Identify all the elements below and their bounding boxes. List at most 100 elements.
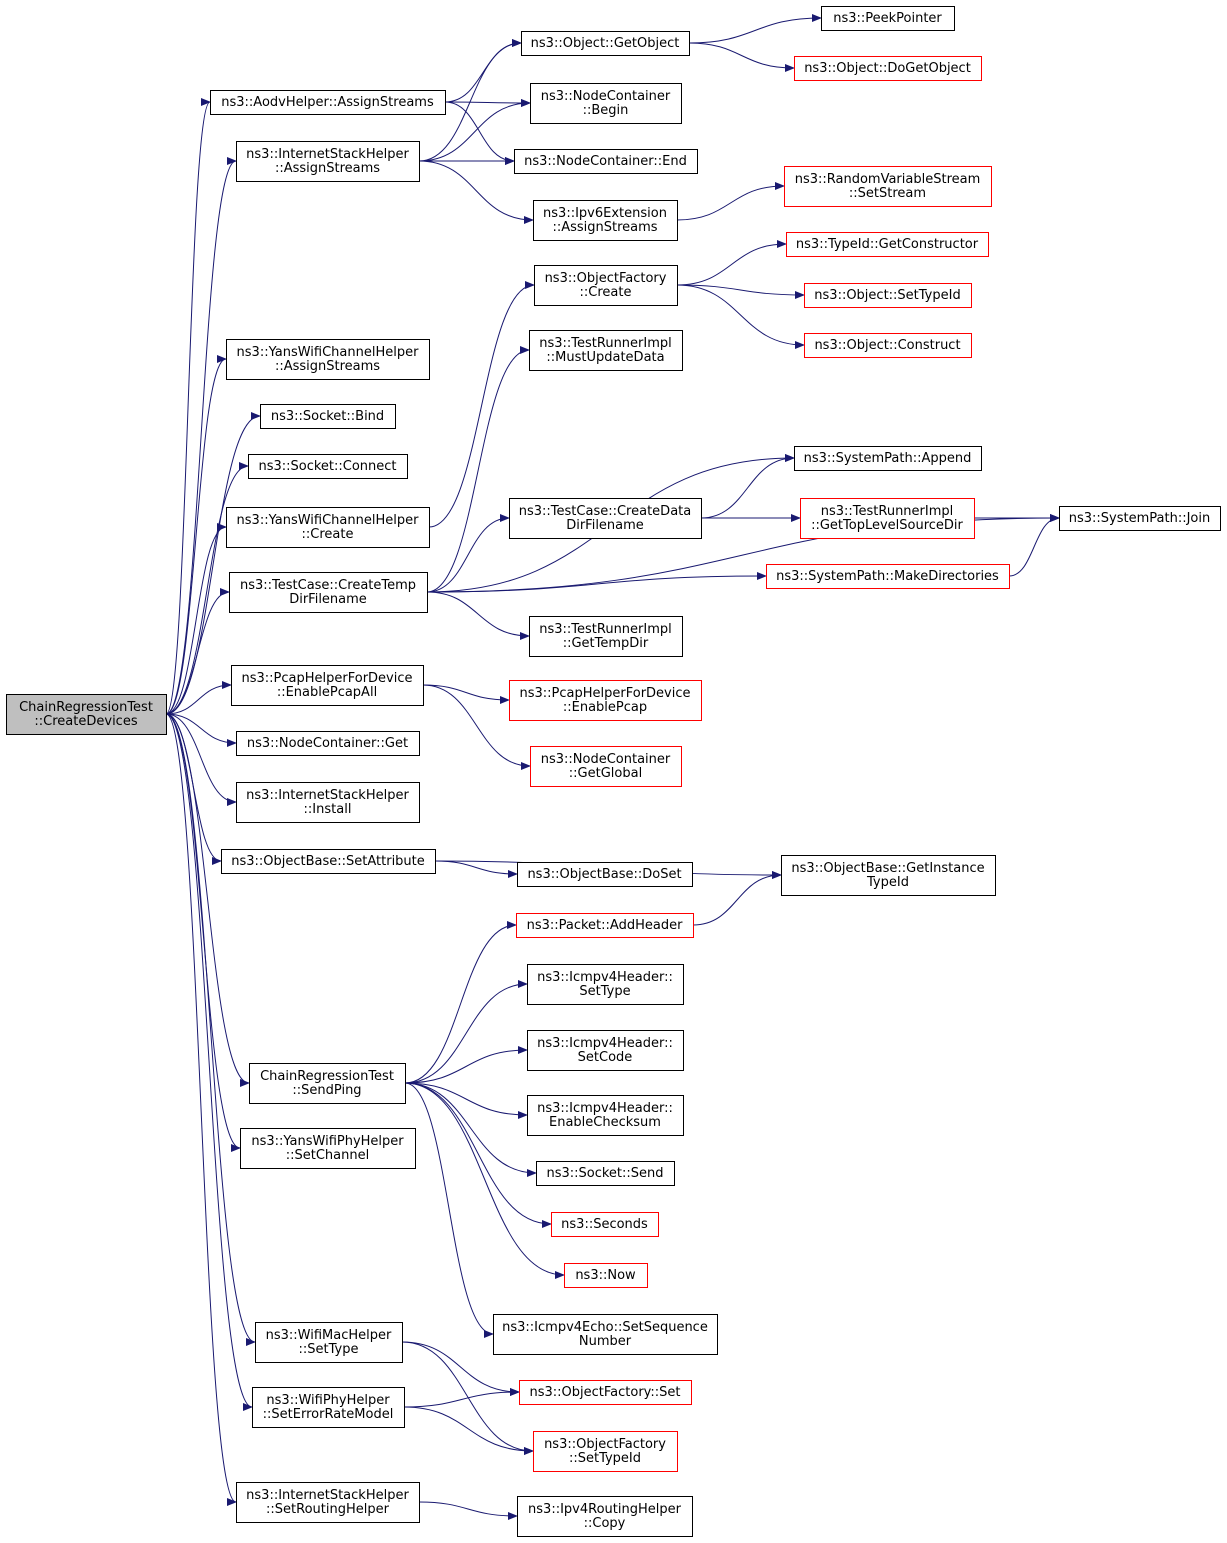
node-box-pkt_addheader bbox=[516, 913, 694, 938]
node-ob_setattr[interactable]: ns3::ObjectBase::SetAttribute bbox=[221, 849, 436, 874]
node-ob_doset[interactable]: ns3::ObjectBase::DoSet bbox=[517, 862, 693, 887]
node-peekpointer[interactable]: ns3::PeekPointer bbox=[821, 6, 955, 31]
node-box-ywch_create bbox=[226, 507, 430, 548]
node-label-of_settypeid-line-0: ns3::ObjectFactory bbox=[544, 1437, 666, 1452]
node-send_ping[interactable]: ChainRegressionTest::SendPing bbox=[249, 1063, 406, 1104]
node-obj_settypeid[interactable]: ns3::Object::SetTypeId bbox=[804, 283, 972, 308]
node-ipv6ext_assign[interactable]: ns3::Ipv6Extension::AssignStreams bbox=[533, 200, 678, 241]
node-seconds[interactable]: ns3::Seconds bbox=[551, 1212, 659, 1237]
node-pcap_enable[interactable]: ns3::PcapHelperForDevice::EnablePcap bbox=[509, 680, 702, 721]
node-label-root-line-0: ChainRegressionTest bbox=[19, 700, 153, 715]
node-label-tc_datadir-line-0: ns3::TestCase::CreateData bbox=[519, 504, 691, 519]
node-obj_getobject[interactable]: ns3::Object::GetObject bbox=[521, 31, 690, 56]
node-ipv4rh_copy[interactable]: ns3::Ipv4RoutingHelper::Copy bbox=[517, 1496, 693, 1537]
node-label-ish_setrouting-line-0: ns3::InternetStackHelper bbox=[246, 1488, 409, 1503]
node-box-tri_mustupdate bbox=[529, 330, 683, 371]
node-wph_seterr[interactable]: ns3::WifiPhyHelper::SetErrorRateModel bbox=[252, 1387, 405, 1428]
node-label-obj_dogetobject-line-0: ns3::Object::DoGetObject bbox=[804, 61, 971, 76]
node-ish_setrouting[interactable]: ns3::InternetStackHelper::SetRoutingHelp… bbox=[236, 1482, 420, 1523]
node-label-of_create-line-0: ns3::ObjectFactory bbox=[545, 271, 667, 286]
edge-of_create-to-typeid_getctor bbox=[676, 240, 787, 286]
edge-root-to-ish_install bbox=[165, 713, 237, 806]
node-nc_end[interactable]: ns3::NodeContainer::End bbox=[514, 149, 698, 174]
node-label-wmh_settype-line-0: ns3::WifiMacHelper bbox=[266, 1328, 392, 1343]
node-nc_get[interactable]: ns3::NodeContainer::Get bbox=[236, 731, 420, 756]
node-label-sp_join-line-0: ns3::SystemPath::Join bbox=[1069, 511, 1210, 526]
node-obj_construct[interactable]: ns3::Object::Construct bbox=[804, 333, 972, 358]
node-box-obj_settypeid bbox=[804, 283, 972, 308]
node-label-ywch_assign-line-1: ::AssignStreams bbox=[275, 359, 380, 374]
edge-ish_assign-to-ipv6ext_assign bbox=[418, 160, 534, 224]
edge-root-to-ish_assign bbox=[165, 157, 237, 715]
node-ywch_create[interactable]: ns3::YansWifiChannelHelper::Create bbox=[226, 507, 430, 548]
node-ywph_setchan[interactable]: ns3::YansWifiPhyHelper::SetChannel bbox=[240, 1128, 416, 1169]
edge-root-to-tc_tempdir bbox=[165, 588, 230, 715]
node-icmp_setcode[interactable]: ns3::Icmpv4Header::SetCode bbox=[527, 1030, 684, 1071]
node-box-obj_dogetobject bbox=[794, 56, 982, 81]
node-box-now bbox=[564, 1263, 648, 1288]
node-of_set[interactable]: ns3::ObjectFactory::Set bbox=[519, 1380, 692, 1405]
edge-aodv_assign-to-nc_begin bbox=[444, 98, 531, 107]
node-socket_bind[interactable]: ns3::Socket::Bind bbox=[260, 404, 396, 429]
edge-send_ping-to-icmp_settype bbox=[404, 980, 528, 1084]
edge-send_ping-to-icmp_setcode bbox=[404, 1046, 528, 1084]
edge-tc_tempdir-to-tri_tempdir bbox=[426, 591, 530, 640]
node-socket_send[interactable]: ns3::Socket::Send bbox=[536, 1161, 675, 1186]
node-root[interactable]: ChainRegressionTest::CreateDevices bbox=[6, 694, 167, 735]
node-rvs_setstream[interactable]: ns3::RandomVariableStream::SetStream bbox=[784, 166, 992, 207]
node-nc_global[interactable]: ns3::NodeContainer::GetGlobal bbox=[530, 746, 682, 787]
node-box-of_settypeid bbox=[533, 1431, 678, 1472]
node-label-ipv6ext_assign-line-0: ns3::Ipv6Extension bbox=[543, 206, 667, 221]
node-obj_dogetobject[interactable]: ns3::Object::DoGetObject bbox=[794, 56, 982, 81]
node-label-tri_toplevel-line-0: ns3::TestRunnerImpl bbox=[821, 504, 954, 519]
node-sp_append[interactable]: ns3::SystemPath::Append bbox=[794, 446, 982, 471]
node-tri_toplevel[interactable]: ns3::TestRunnerImpl::GetTopLevelSourceDi… bbox=[800, 498, 975, 539]
node-pkt_addheader[interactable]: ns3::Packet::AddHeader bbox=[516, 913, 694, 938]
edge-ob_setattr-to-ob_doset bbox=[434, 860, 518, 878]
node-box-ish_setrouting bbox=[236, 1482, 420, 1523]
node-box-icmp_checksum bbox=[527, 1095, 684, 1136]
node-tri_mustupdate[interactable]: ns3::TestRunnerImpl::MustUpdateData bbox=[529, 330, 683, 371]
node-label-ob_gettypeid-line-1: TypeId bbox=[866, 875, 909, 890]
node-socket_connect[interactable]: ns3::Socket::Connect bbox=[248, 454, 408, 479]
node-label-tc_datadir-line-1: DirFilename bbox=[566, 518, 644, 533]
edge-ish_assign-to-obj_getobject bbox=[418, 39, 522, 162]
node-box-icmp_setcode bbox=[527, 1030, 684, 1071]
node-label-socket_connect-line-0: ns3::Socket::Connect bbox=[258, 459, 396, 474]
node-sp_mkdirs[interactable]: ns3::SystemPath::MakeDirectories bbox=[766, 564, 1010, 589]
edge-aodv_assign-to-obj_getobject bbox=[444, 39, 522, 103]
edge-of_create-to-obj_construct bbox=[676, 284, 805, 349]
node-wmh_settype[interactable]: ns3::WifiMacHelper::SetType bbox=[255, 1322, 403, 1363]
node-tri_tempdir[interactable]: ns3::TestRunnerImpl::GetTempDir bbox=[529, 616, 683, 657]
node-typeid_getctor[interactable]: ns3::TypeId::GetConstructor bbox=[786, 232, 989, 257]
node-label-of_set-line-0: ns3::ObjectFactory::Set bbox=[529, 1385, 680, 1400]
node-icmp_settype[interactable]: ns3::Icmpv4Header::SetType bbox=[527, 964, 684, 1005]
edge-obj_getobject-to-obj_dogetobject bbox=[688, 42, 795, 72]
node-aodv_assign[interactable]: ns3::AodvHelper::AssignStreams bbox=[210, 90, 446, 115]
node-ish_assign[interactable]: ns3::InternetStackHelper::AssignStreams bbox=[236, 141, 420, 182]
edge-ish_assign-to-nc_begin bbox=[418, 99, 531, 162]
edge-tc_datadir-to-sp_append bbox=[700, 454, 795, 519]
node-label-icmp_checksum-line-0: ns3::Icmpv4Header:: bbox=[537, 1101, 673, 1116]
node-ywch_assign[interactable]: ns3::YansWifiChannelHelper::AssignStream… bbox=[226, 339, 430, 380]
node-ish_install[interactable]: ns3::InternetStackHelper::Install bbox=[236, 782, 420, 823]
node-label-pcap_all-line-0: ns3::PcapHelperForDevice bbox=[242, 671, 413, 686]
node-box-nc_global bbox=[530, 746, 682, 787]
node-sp_join[interactable]: ns3::SystemPath::Join bbox=[1059, 506, 1221, 531]
node-label-nc_get-line-0: ns3::NodeContainer::Get bbox=[247, 736, 408, 751]
node-label-nc_end-line-0: ns3::NodeContainer::End bbox=[524, 154, 687, 169]
node-now[interactable]: ns3::Now bbox=[564, 1263, 648, 1288]
node-pcap_all[interactable]: ns3::PcapHelperForDevice::EnablePcapAll bbox=[231, 665, 424, 706]
node-label-aodv_assign-line-0: ns3::AodvHelper::AssignStreams bbox=[221, 95, 434, 110]
edge-root-to-aodv_assign bbox=[165, 98, 211, 715]
node-icmp_checksum[interactable]: ns3::Icmpv4Header::EnableChecksum bbox=[527, 1095, 684, 1136]
node-of_settypeid[interactable]: ns3::ObjectFactory::SetTypeId bbox=[533, 1431, 678, 1472]
edge-pcap_all-to-pcap_enable bbox=[422, 684, 510, 704]
node-of_create[interactable]: ns3::ObjectFactory::Create bbox=[534, 265, 678, 306]
edge-send_ping-to-now bbox=[404, 1082, 565, 1279]
node-nc_begin[interactable]: ns3::NodeContainer::Begin bbox=[530, 83, 682, 124]
